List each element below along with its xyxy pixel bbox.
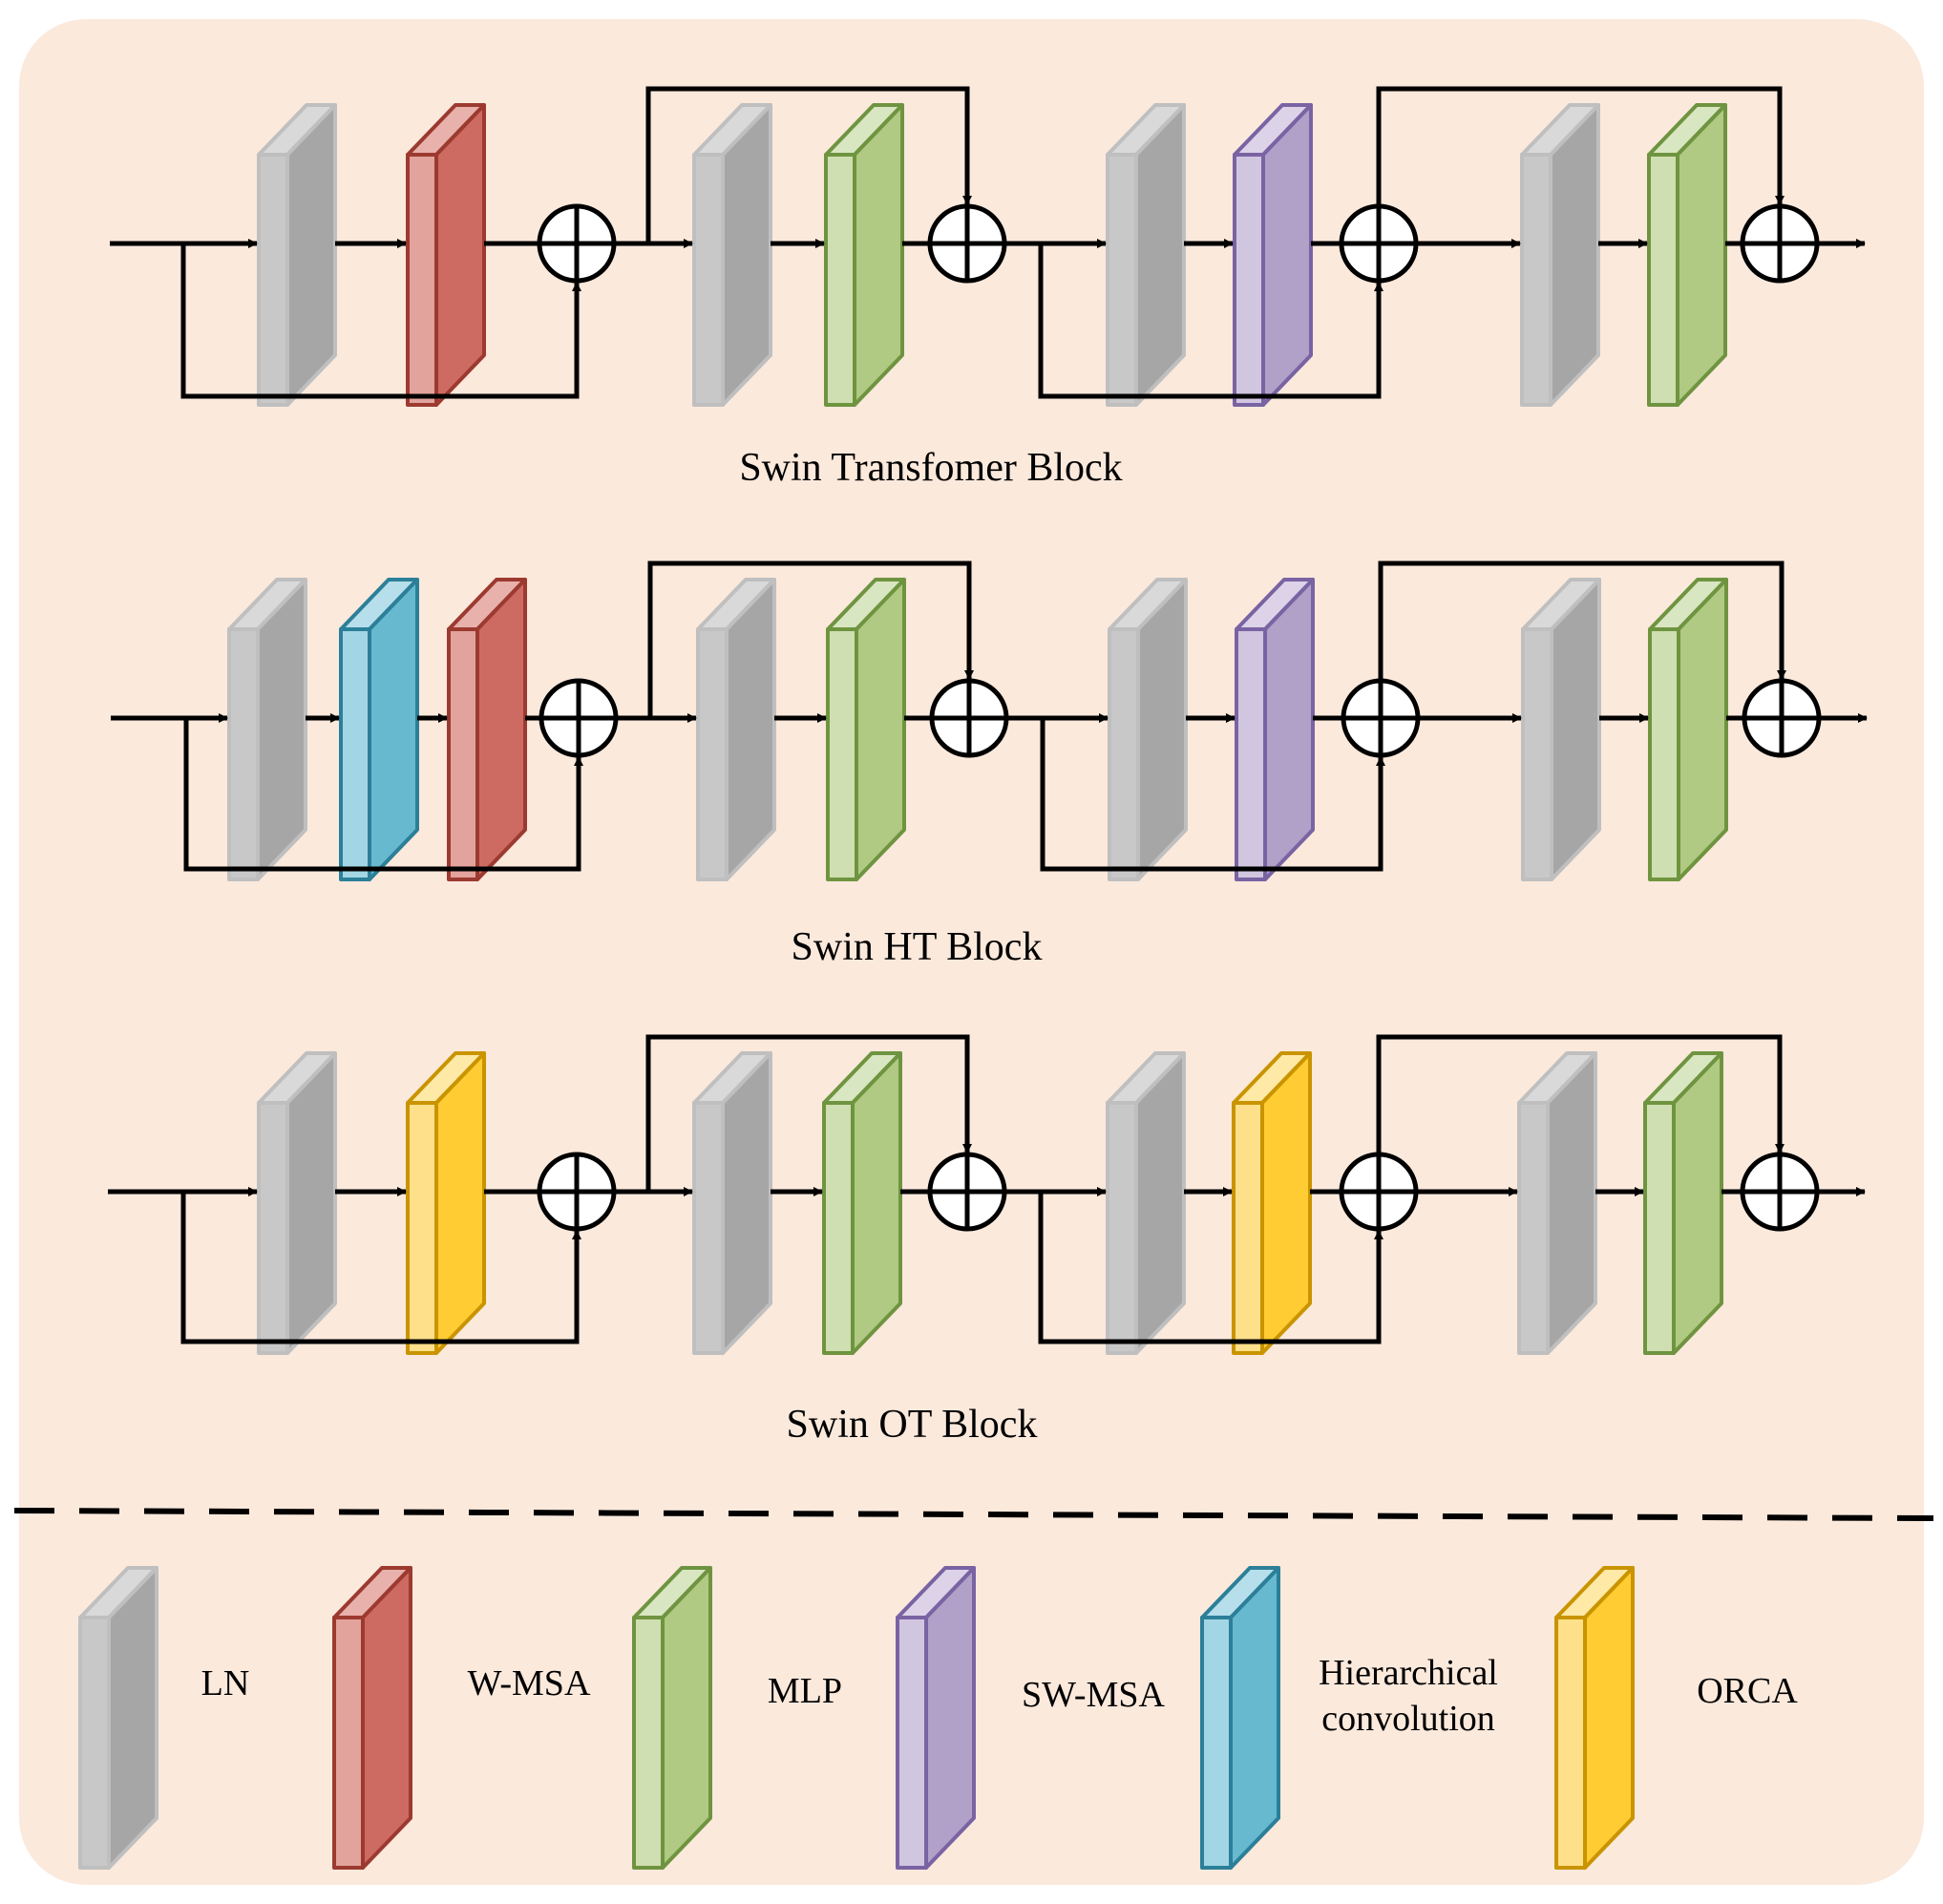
swin-ot-add-node-2 xyxy=(927,1152,1007,1232)
legend-label-ln: LN xyxy=(201,1663,250,1703)
swin-ot-row xyxy=(108,1034,1866,1355)
swin-transformer-ln-block-4-1 xyxy=(1520,103,1600,407)
swin-transformer-w-msa-block-1-2 xyxy=(406,103,486,407)
swin-ht-mlp-block-2-2 xyxy=(826,578,906,881)
swin-ot-orca-block-3-2 xyxy=(1232,1051,1312,1355)
swin-ht-hierarchical-convolution-block-1-2 xyxy=(339,578,419,881)
swin-ht-row xyxy=(111,561,1868,881)
swin-ot-orca-block-1-2 xyxy=(406,1051,486,1355)
swin-ht-residual-2 xyxy=(647,561,974,718)
swin-transformer-block-title: Swin Transfomer Block xyxy=(739,446,1122,490)
swin-ht-ln-block-3-1 xyxy=(1108,578,1188,881)
swin-transformer-row xyxy=(110,86,1866,407)
diagram-background xyxy=(19,19,1924,1885)
legend-swatch-orca xyxy=(1554,1566,1635,1870)
swin-transformer-add-node-3 xyxy=(1339,203,1419,284)
swin-transformer-mlp-block-4-2 xyxy=(1647,103,1727,407)
swin-ht-residual-1 xyxy=(183,718,583,872)
legend xyxy=(78,1566,1635,1870)
swin-transformer-residual-3 xyxy=(1038,243,1383,399)
swin-transformer-add-node-2 xyxy=(927,203,1007,284)
swin-ht-w-msa-block-1-3 xyxy=(447,578,527,881)
legend-label-hconv-line1: Hierarchical xyxy=(1319,1653,1498,1693)
swin-ot-residual-2 xyxy=(645,1034,972,1192)
swin-ot-residual-1 xyxy=(180,1192,581,1344)
legend-label-wmsa: W-MSA xyxy=(468,1663,591,1703)
swin-ht-ln-block-1-1 xyxy=(227,578,307,881)
swin-ht-add-node-3 xyxy=(1341,678,1421,758)
legend-label-hconv-line2: convolution xyxy=(1321,1699,1495,1739)
swin-transformer-mlp-block-2-2 xyxy=(824,103,904,407)
swin-ot-ln-block-2-1 xyxy=(692,1051,772,1355)
swin-ht-block-title: Swin HT Block xyxy=(792,925,1043,969)
swin-transformer-ln-block-2-1 xyxy=(692,103,772,407)
swin-ht-add-node-4 xyxy=(1742,678,1822,758)
swin-transformer-residual-1 xyxy=(180,243,581,399)
swin-ht-ln-block-2-1 xyxy=(696,578,776,881)
swin-ot-ln-block-4-1 xyxy=(1517,1051,1597,1355)
legend-swatch-ln xyxy=(78,1566,158,1870)
swin-ht-mlp-block-4-2 xyxy=(1648,578,1728,881)
legend-label-orca: ORCA xyxy=(1697,1671,1798,1711)
legend-label-swmsa: SW-MSA xyxy=(1022,1675,1165,1715)
swin-ot-block-title: Swin OT Block xyxy=(787,1403,1038,1447)
swin-ht-sw-msa-block-3-2 xyxy=(1235,578,1315,881)
swin-ht-add-node-1 xyxy=(539,678,619,758)
legend-label-mlp: MLP xyxy=(768,1671,842,1711)
swin-transformer-ln-block-1-1 xyxy=(257,103,337,407)
block-rows xyxy=(108,86,1868,1355)
swin-transformer-residual-4 xyxy=(1376,86,1785,206)
legend-swatch-hierarchical-convolution xyxy=(1200,1566,1280,1870)
swin-ot-ln-block-1-1 xyxy=(257,1051,337,1355)
swin-ht-residual-4 xyxy=(1378,561,1786,681)
swin-ot-add-node-1 xyxy=(537,1152,617,1232)
legend-swatch-sw-msa xyxy=(896,1566,976,1870)
swin-ot-mlp-block-2-2 xyxy=(822,1051,902,1355)
swin-ot-residual-3 xyxy=(1038,1192,1383,1344)
swin-transformer-ln-block-3-1 xyxy=(1106,103,1186,407)
swin-transformer-add-node-1 xyxy=(537,203,617,284)
swin-ht-ln-block-4-1 xyxy=(1521,578,1601,881)
legend-swatch-w-msa xyxy=(332,1566,412,1870)
legend-swatch-mlp xyxy=(632,1566,712,1870)
swin-ot-mlp-block-4-2 xyxy=(1643,1051,1723,1355)
swin-transformer-add-node-4 xyxy=(1740,203,1820,284)
swin-ot-add-node-4 xyxy=(1740,1152,1820,1232)
swin-ot-ln-block-3-1 xyxy=(1106,1051,1186,1355)
swin-transformer-sw-msa-block-3-2 xyxy=(1233,103,1313,407)
swin-ot-residual-4 xyxy=(1376,1034,1785,1154)
swin-ot-add-node-3 xyxy=(1339,1152,1419,1232)
swin-ht-add-node-2 xyxy=(929,678,1009,758)
swin-ht-residual-3 xyxy=(1040,718,1385,872)
swin-transformer-residual-2 xyxy=(645,86,972,243)
